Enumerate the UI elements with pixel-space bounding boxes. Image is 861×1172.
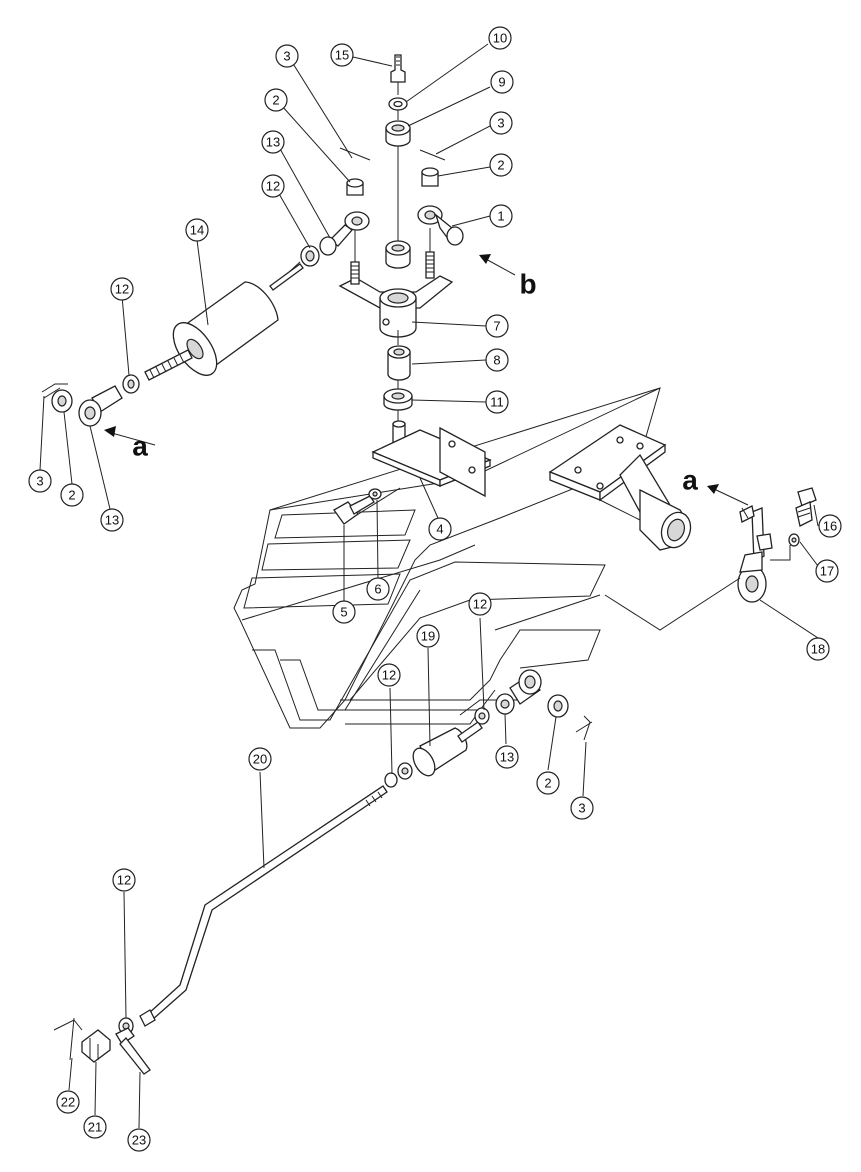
svg-text:3: 3 xyxy=(283,49,290,64)
left-rod-end-assembly xyxy=(41,374,140,427)
callout-12: 12 xyxy=(468,592,492,616)
svg-text:7: 7 xyxy=(493,319,500,334)
svg-text:6: 6 xyxy=(374,582,381,597)
callouts: 15 10 9 3 3 2 2 13 12 1 14 7 8 12 11 3 2… xyxy=(28,26,842,1152)
callout-23: 23 xyxy=(127,1128,151,1152)
svg-text:3: 3 xyxy=(36,474,43,489)
svg-text:13: 13 xyxy=(500,750,514,765)
svg-text:5: 5 xyxy=(340,605,347,620)
svg-text:9: 9 xyxy=(498,75,505,90)
svg-text:22: 22 xyxy=(61,1095,75,1110)
callout-4: 4 xyxy=(428,517,452,541)
view-label-b: b xyxy=(519,269,536,300)
callout-12: 12 xyxy=(261,174,285,198)
svg-text:2: 2 xyxy=(272,93,279,108)
callout-12: 12 xyxy=(112,868,136,892)
callout-12: 12 xyxy=(110,277,134,301)
svg-text:8: 8 xyxy=(493,353,500,368)
svg-text:1: 1 xyxy=(497,209,504,224)
callout-18: 18 xyxy=(806,637,830,661)
lower-pivot-assembly xyxy=(371,330,492,498)
callout-10: 10 xyxy=(488,26,512,50)
callout-2: 2 xyxy=(489,153,513,177)
callout-14: 14 xyxy=(185,218,209,242)
callout-11: 11 xyxy=(485,390,509,414)
callout-21: 21 xyxy=(83,1115,107,1139)
svg-text:13: 13 xyxy=(105,513,119,528)
upper-left-ball-joint xyxy=(300,147,371,267)
callout-13: 13 xyxy=(495,745,519,769)
svg-text:21: 21 xyxy=(88,1120,102,1135)
machine-frame xyxy=(233,387,661,729)
svg-text:12: 12 xyxy=(382,668,396,683)
callout-1: 1 xyxy=(489,204,513,228)
right-bracket-assembly xyxy=(548,424,817,631)
view-label-a-right: a xyxy=(682,465,698,496)
svg-text:14: 14 xyxy=(190,223,204,238)
bolt-and-washer xyxy=(333,487,401,525)
callout-3: 3 xyxy=(489,111,513,135)
upper-pivot-assembly xyxy=(338,54,454,338)
svg-text:16: 16 xyxy=(823,519,837,534)
link-rod xyxy=(139,785,388,1027)
svg-text:17: 17 xyxy=(820,564,834,579)
svg-text:2: 2 xyxy=(68,488,75,503)
svg-text:10: 10 xyxy=(493,31,507,46)
callout-22: 22 xyxy=(56,1090,80,1114)
callout-3: 3 xyxy=(570,796,594,820)
callout-19: 19 xyxy=(416,624,440,648)
svg-text:23: 23 xyxy=(132,1133,146,1148)
svg-text:12: 12 xyxy=(115,282,129,297)
svg-text:12: 12 xyxy=(266,179,280,194)
svg-text:3: 3 xyxy=(578,801,585,816)
callout-2: 2 xyxy=(536,771,560,795)
svg-text:20: 20 xyxy=(253,752,267,767)
callout-9: 9 xyxy=(490,70,514,94)
callout-15: 15 xyxy=(330,43,354,67)
callout-leaders xyxy=(39,43,819,1129)
view-label-a-left: a xyxy=(132,431,148,462)
svg-text:3: 3 xyxy=(497,116,504,131)
svg-text:2: 2 xyxy=(497,158,504,173)
lower-rod-end-assembly xyxy=(384,669,593,788)
svg-text:2: 2 xyxy=(544,776,551,791)
clevis-assembly xyxy=(53,1017,151,1075)
callout-16: 16 xyxy=(818,514,842,538)
callout-12: 12 xyxy=(377,663,401,687)
svg-text:18: 18 xyxy=(811,642,825,657)
svg-text:15: 15 xyxy=(335,48,349,63)
callout-7: 7 xyxy=(485,314,509,338)
svg-text:12: 12 xyxy=(473,597,487,612)
callout-2: 2 xyxy=(264,88,288,112)
svg-text:19: 19 xyxy=(421,629,435,644)
svg-text:12: 12 xyxy=(117,873,131,888)
callout-8: 8 xyxy=(485,348,509,372)
callout-13: 13 xyxy=(100,508,124,532)
callout-13: 13 xyxy=(261,130,285,154)
damper-cylinder xyxy=(144,261,304,381)
svg-text:13: 13 xyxy=(266,135,280,150)
upper-right-ball-joint xyxy=(417,149,464,246)
callout-20: 20 xyxy=(248,747,272,771)
callout-2: 2 xyxy=(60,483,84,507)
svg-text:11: 11 xyxy=(490,395,504,410)
svg-text:4: 4 xyxy=(436,522,443,537)
callout-6: 6 xyxy=(366,577,390,601)
callout-3: 3 xyxy=(275,44,299,68)
callout-17: 17 xyxy=(815,559,839,583)
callout-5: 5 xyxy=(332,600,356,624)
callout-3: 3 xyxy=(28,469,52,493)
view-arrows: a b a xyxy=(104,254,749,506)
